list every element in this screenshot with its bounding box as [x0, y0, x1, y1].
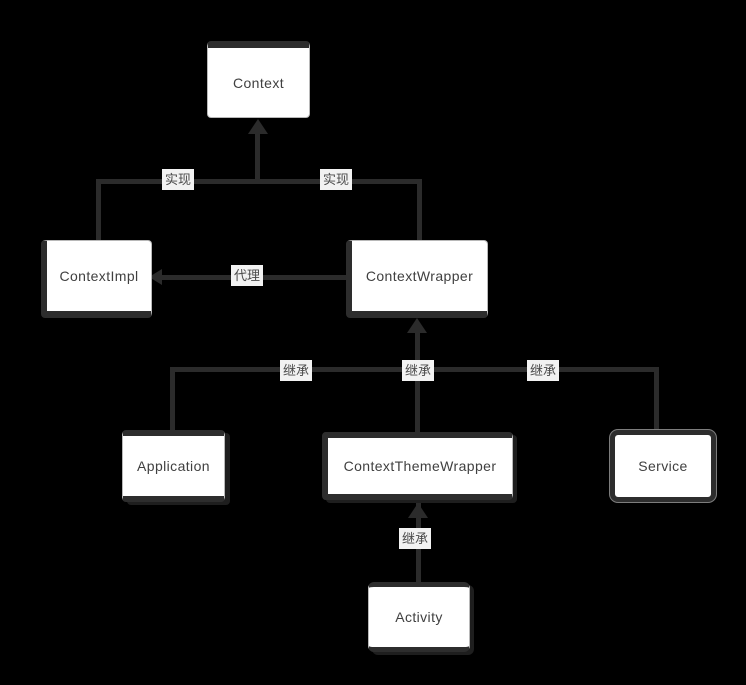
node-contextthemewrapper-label: ContextThemeWrapper [343, 458, 497, 474]
node-activity-label: Activity [395, 609, 443, 625]
edge-label-inherits-contextthemewrapper: 继承 [402, 360, 435, 381]
edge-label-inherits-application: 继承 [280, 360, 313, 381]
edge-implements-horizontal-line [96, 179, 422, 184]
arrowhead-up-context-icon [248, 119, 268, 134]
node-application-label: Application [137, 458, 210, 474]
node-contextwrapper-label: ContextWrapper [365, 268, 474, 284]
edge-label-inherits-activity: 继承 [399, 528, 432, 549]
arrowhead-left-contextimpl-icon [149, 269, 162, 285]
node-service-label: Service [638, 458, 688, 474]
edge-contextwrapper-implements-line [417, 179, 422, 240]
arrowhead-up-contextthemewrapper-icon [408, 503, 428, 518]
node-contextimpl[interactable]: ContextImpl [41, 240, 152, 318]
node-context-label: Context [232, 74, 285, 91]
edge-label-implements-left: 实现 [162, 169, 195, 190]
node-contextthemewrapper[interactable]: ContextThemeWrapper [322, 432, 513, 500]
edge-contextimpl-implements-line [96, 179, 101, 240]
node-contextwrapper[interactable]: ContextWrapper [346, 240, 488, 318]
node-application[interactable]: Application [122, 430, 225, 502]
edge-service-inherits-line [654, 367, 659, 430]
edge-context-trunk-line [255, 133, 260, 183]
edge-label-inherits-service: 继承 [527, 360, 560, 381]
edge-application-inherits-line [170, 367, 175, 430]
node-activity[interactable]: Activity [368, 582, 470, 652]
node-contextimpl-label: ContextImpl [59, 268, 139, 284]
arrowhead-up-contextwrapper-icon [407, 318, 427, 333]
edge-label-proxy: 代理 [231, 265, 264, 286]
node-service[interactable]: Service [610, 430, 716, 502]
edge-label-implements-right: 实现 [320, 169, 353, 190]
node-context[interactable]: Context [207, 41, 310, 118]
edge-contextthemewrapper-inherits-line [415, 332, 420, 432]
